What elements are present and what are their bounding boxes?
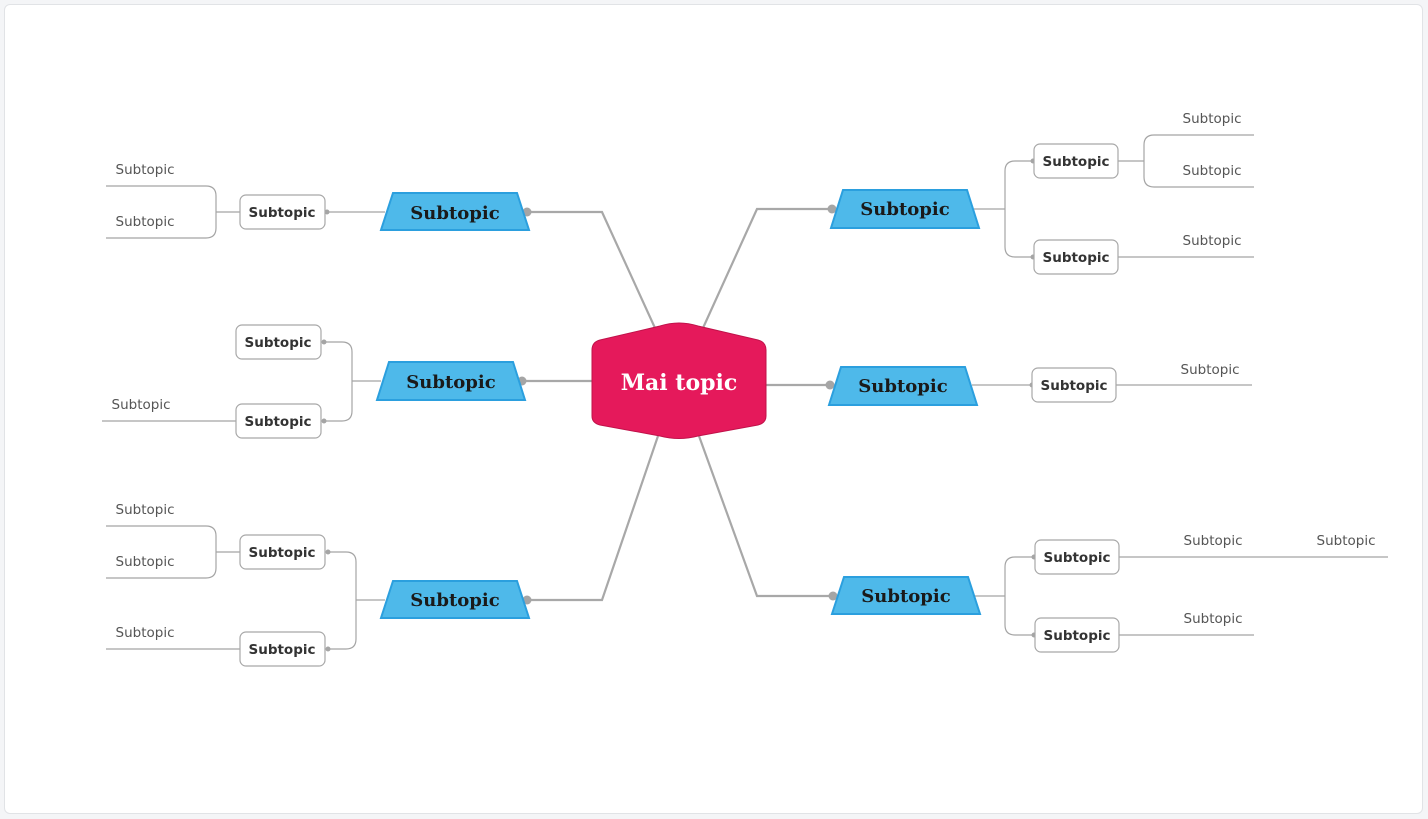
leaf-subtopic[interactable]: Subtopic xyxy=(116,162,175,178)
subtopic-label: Subtopic xyxy=(248,545,315,561)
subtopic-box[interactable]: Subtopic xyxy=(1033,239,1119,275)
subtopic-box[interactable]: Subtopic xyxy=(239,534,326,570)
main-topic-label: Subtopic xyxy=(860,199,949,220)
leaf-subtopic[interactable]: Subtopic xyxy=(1183,163,1242,179)
subtopic-label: Subtopic xyxy=(1043,550,1110,566)
main-topic-4[interactable]: Subtopic xyxy=(829,189,981,229)
main-topic-label: Subtopic xyxy=(410,590,499,611)
main-topic-label: Subtopic xyxy=(406,372,495,393)
leaf-subtopic[interactable]: Subtopic xyxy=(1184,533,1243,549)
main-topic-5[interactable]: Subtopic xyxy=(827,366,979,406)
subtopic-box[interactable]: Subtopic xyxy=(1034,617,1120,653)
leaf-subtopic[interactable]: Subtopic xyxy=(116,554,175,570)
main-topic-3[interactable]: Subtopic xyxy=(379,580,531,619)
main-topic-label: Subtopic xyxy=(858,376,947,397)
main-topic-6[interactable]: Subtopic xyxy=(830,576,982,615)
leaf-subtopic[interactable]: Subtopic xyxy=(1184,611,1243,627)
main-topic-1[interactable]: Subtopic xyxy=(379,192,531,231)
subtopic-label: Subtopic xyxy=(1042,250,1109,266)
leaf-subtopic[interactable]: Subtopic xyxy=(1183,111,1242,127)
leaf-subtopic[interactable]: Subtopic xyxy=(116,502,175,518)
main-topic-label: Subtopic xyxy=(410,203,499,224)
subtopic-label: Subtopic xyxy=(1040,378,1107,394)
leaf-subtopic[interactable]: Subtopic xyxy=(1317,533,1376,549)
subtopic-label: Subtopic xyxy=(244,335,311,351)
central-topic-label: Mai topic xyxy=(621,370,738,396)
leaf-subtopic[interactable]: Subtopic xyxy=(1181,362,1240,378)
subtopic-box[interactable]: Subtopic xyxy=(1034,539,1120,575)
subtopic-box[interactable]: Subtopic xyxy=(239,194,326,230)
sub-connectors xyxy=(102,134,1388,652)
subtopic-label: Subtopic xyxy=(1042,154,1109,170)
leaf-subtopic[interactable]: Subtopic xyxy=(116,625,175,641)
subtopic-box[interactable]: Subtopic xyxy=(1031,367,1117,403)
connector-dot xyxy=(825,380,835,390)
subtopic-label: Subtopic xyxy=(1043,628,1110,644)
leaf-subtopic[interactable]: Subtopic xyxy=(1183,233,1242,249)
leaf-subtopic[interactable]: Subtopic xyxy=(116,214,175,230)
connector-dot xyxy=(828,591,838,601)
connector-dot xyxy=(827,204,837,214)
subtopic-label: Subtopic xyxy=(248,642,315,658)
connector-center-branch-6 xyxy=(697,435,833,598)
connector-center-branch-4 xyxy=(701,207,832,329)
connector-center-branch-3 xyxy=(527,435,660,602)
subtopic-label: Subtopic xyxy=(248,205,315,221)
connector-center-branch-1 xyxy=(527,210,657,329)
subtopic-box[interactable]: Subtopic xyxy=(1033,143,1119,179)
subtopic-label: Subtopic xyxy=(244,414,311,430)
subtopic-box[interactable]: Subtopic xyxy=(235,403,322,439)
leaf-subtopic[interactable]: Subtopic xyxy=(112,397,171,413)
main-topic-label: Subtopic xyxy=(861,586,950,607)
subtopic-box[interactable]: Subtopic xyxy=(239,631,326,667)
subtopic-box[interactable]: Subtopic xyxy=(235,324,322,360)
main-topic-2[interactable]: Subtopic xyxy=(375,361,527,401)
main-connectors xyxy=(517,204,838,605)
central-topic[interactable]: Mai topic xyxy=(591,322,767,439)
